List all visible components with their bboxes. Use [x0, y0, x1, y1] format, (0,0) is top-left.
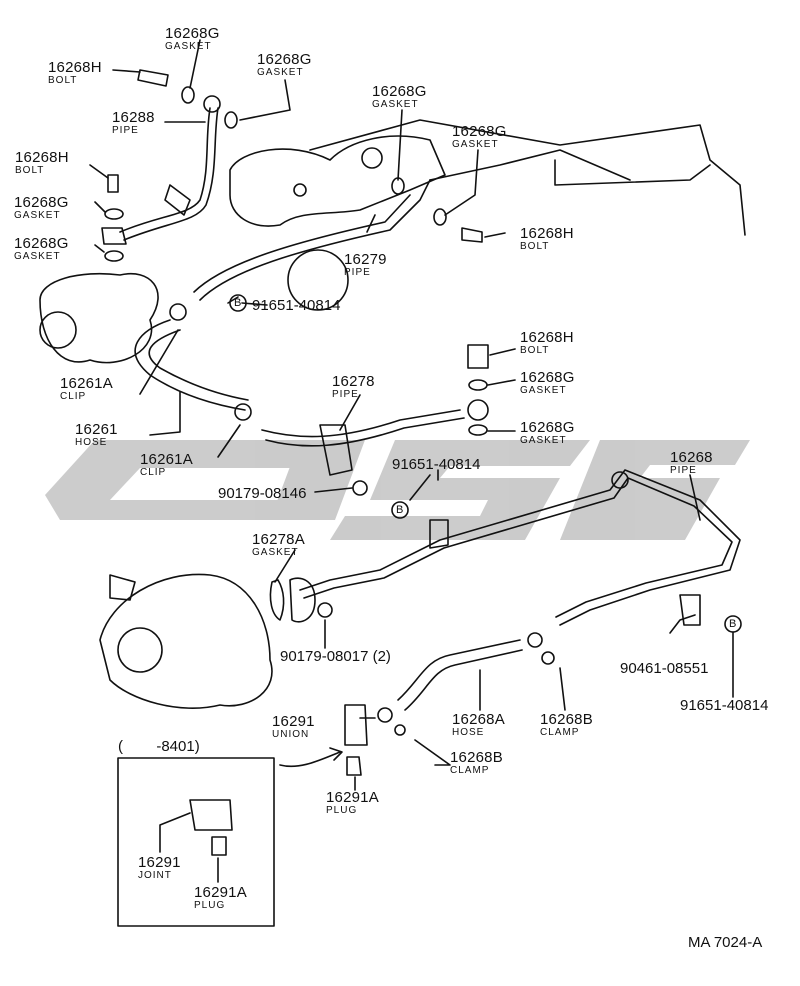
- manifold-outline: [229, 135, 446, 227]
- inset-range-label: ( -8401): [118, 738, 200, 755]
- marker-b-mid: B: [396, 504, 404, 516]
- ref-90179-08146: 90179-08146: [218, 485, 307, 502]
- diagram-code: MA 7024-A: [688, 934, 763, 951]
- marker-b-top: B: [234, 297, 242, 309]
- ref-90461-08551: 90461-08551: [620, 660, 709, 677]
- pipe-16268-shape: [299, 469, 741, 626]
- ref-91651-40814-mid: 91651-40814: [392, 456, 481, 473]
- pipe-16279-shape: [199, 179, 431, 301]
- pipe-16288-shape: [119, 107, 211, 233]
- ref-91651-40814-right: 91651-40814: [680, 697, 769, 714]
- marker-b-right: B: [729, 618, 737, 630]
- reference-markers: [229, 294, 742, 633]
- hose-16268a-shape: [397, 639, 521, 701]
- water-pump-bottom: [99, 573, 273, 709]
- inset-frame: [117, 757, 275, 927]
- pipe-16278-shape: [261, 409, 461, 438]
- engine-outline-right: [309, 119, 746, 236]
- hose-16261-shape: [134, 319, 246, 411]
- ref-90179-08017: 90179-08017 (2): [280, 648, 391, 665]
- ref-91651-40814-top: 91651-40814: [252, 297, 341, 314]
- water-pump-top: [39, 272, 159, 364]
